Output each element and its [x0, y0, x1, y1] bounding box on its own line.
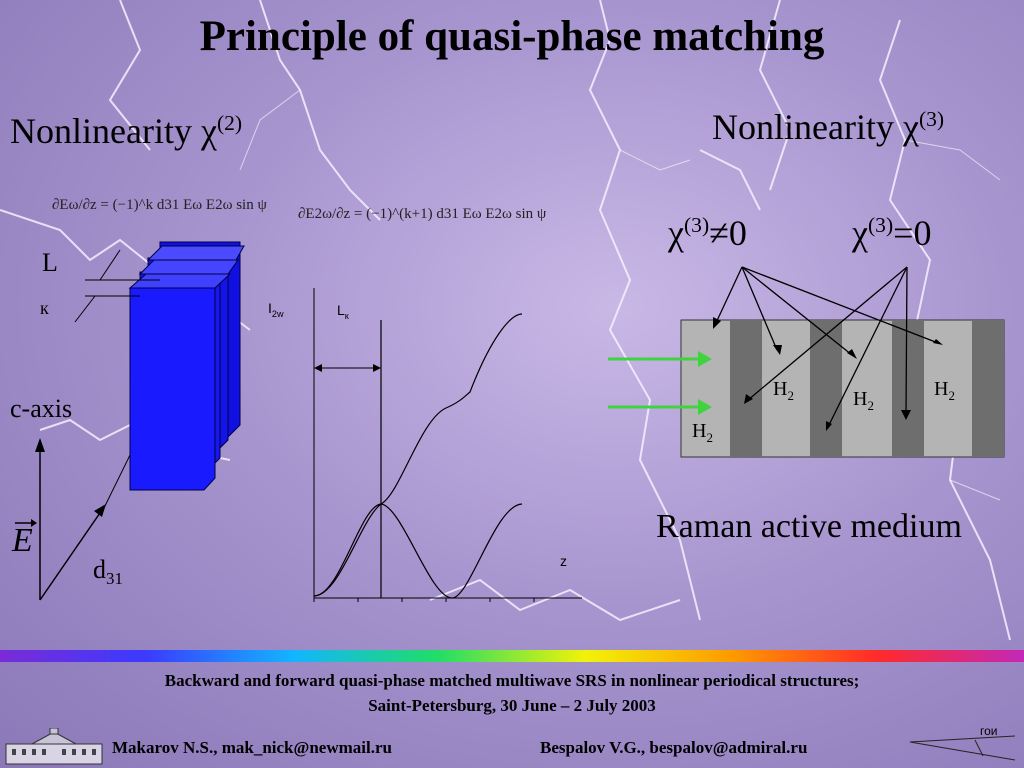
h2-2-letter: H [853, 388, 868, 410]
vector-arrow-icon [15, 519, 37, 527]
dark-stripe-3 [892, 320, 924, 457]
graph-y-label: I2w [268, 300, 284, 319]
chi3-heading-sup: (3) [918, 107, 945, 131]
footer-line-1: Backward and forward quasi-phase matched… [164, 671, 860, 690]
chi3-nonzero-label: χ(3)≠0 [668, 212, 747, 254]
chi3-nonzero-sup: (3) [683, 213, 710, 237]
conference-footer: Backward and forward quasi-phase matched… [0, 668, 1024, 718]
raman-medium-diagram [608, 266, 1005, 458]
crystal-slabs [128, 241, 245, 491]
chi3-zero-chi: χ [852, 213, 868, 253]
green-input-arrows [608, 357, 700, 409]
chi3-nonzero-rest: ≠0 [709, 213, 747, 253]
d31-label: d31 [93, 555, 123, 589]
E-vector-label: E [12, 519, 37, 560]
graph-y-sub: 2w [271, 308, 284, 319]
chi2-heading: Nonlinearity χ(2) [10, 110, 242, 152]
goi-logo-text: гои [980, 724, 998, 738]
graph-y-letter: I [268, 300, 272, 316]
h2-1-sub: 2 [787, 388, 794, 403]
equation-1: ∂Eω/∂z = (−1)^k d31 Eω E2ω sin ψ [52, 197, 267, 213]
dark-stripe-1 [730, 320, 762, 457]
h2-3-sub: 2 [948, 388, 955, 403]
E-vector-text: E [12, 522, 33, 559]
dark-stripe-2 [810, 320, 842, 457]
crystal-diagram [35, 241, 245, 601]
h2-label-4: H2 [692, 420, 713, 446]
c-axis-label: c-axis [10, 394, 73, 423]
goi-logo-icon [909, 735, 1016, 761]
h2-label-3: H2 [934, 378, 955, 404]
h2-label-1: H2 [773, 378, 794, 404]
chi2-heading-text: Nonlinearity χ [10, 111, 217, 151]
intensity-graph [313, 288, 582, 602]
slide-title: Principle of quasi-phase matching [199, 13, 825, 60]
graph-x-label: z [560, 553, 567, 569]
L-label: L [42, 248, 58, 277]
chi3-zero-rest: =0 [893, 213, 932, 253]
rainbow-divider [0, 650, 1024, 662]
h2-1-letter: H [773, 378, 788, 400]
chi3-nonzero-chi: χ [668, 213, 684, 253]
building-logo-icon [5, 728, 103, 765]
h2-2-sub: 2 [867, 398, 874, 413]
chi3-heading: Nonlinearity χ(3) [712, 106, 944, 148]
chi3-zero-sup: (3) [867, 213, 894, 237]
h2-label-2: H2 [853, 388, 874, 414]
author-1: Makarov N.S., mak_nick@newmail.ru [112, 738, 392, 757]
graph-lk-letter: L [337, 302, 345, 318]
h2-3-letter: H [934, 378, 949, 400]
h2-4-letter: H [692, 420, 707, 442]
raman-caption: Raman active medium [656, 508, 962, 545]
chi3-heading-text: Nonlinearity χ [712, 107, 919, 147]
graph-lk-sub: к [344, 310, 349, 321]
graph-lk-label: Lк [337, 302, 349, 321]
h2-4-sub: 2 [706, 430, 713, 445]
footer-line-2: Saint-Petersburg, 30 June – 2 July 2003 [368, 696, 656, 715]
medium-block [680, 319, 1005, 458]
chi2-heading-sup: (2) [216, 111, 243, 135]
author-2: Bespalov V.G., bespalov@admiral.ru [540, 738, 808, 757]
chi3-zero-label: χ(3)=0 [852, 212, 931, 254]
d31-letter: d [93, 555, 106, 584]
kappa-label: к [40, 298, 49, 318]
equation-2: ∂E2ω/∂z = (−1)^(k+1) d31 Eω E2ω sin ψ [298, 206, 547, 222]
d31-sub: 31 [106, 569, 123, 589]
dark-stripe-4 [972, 320, 1004, 457]
